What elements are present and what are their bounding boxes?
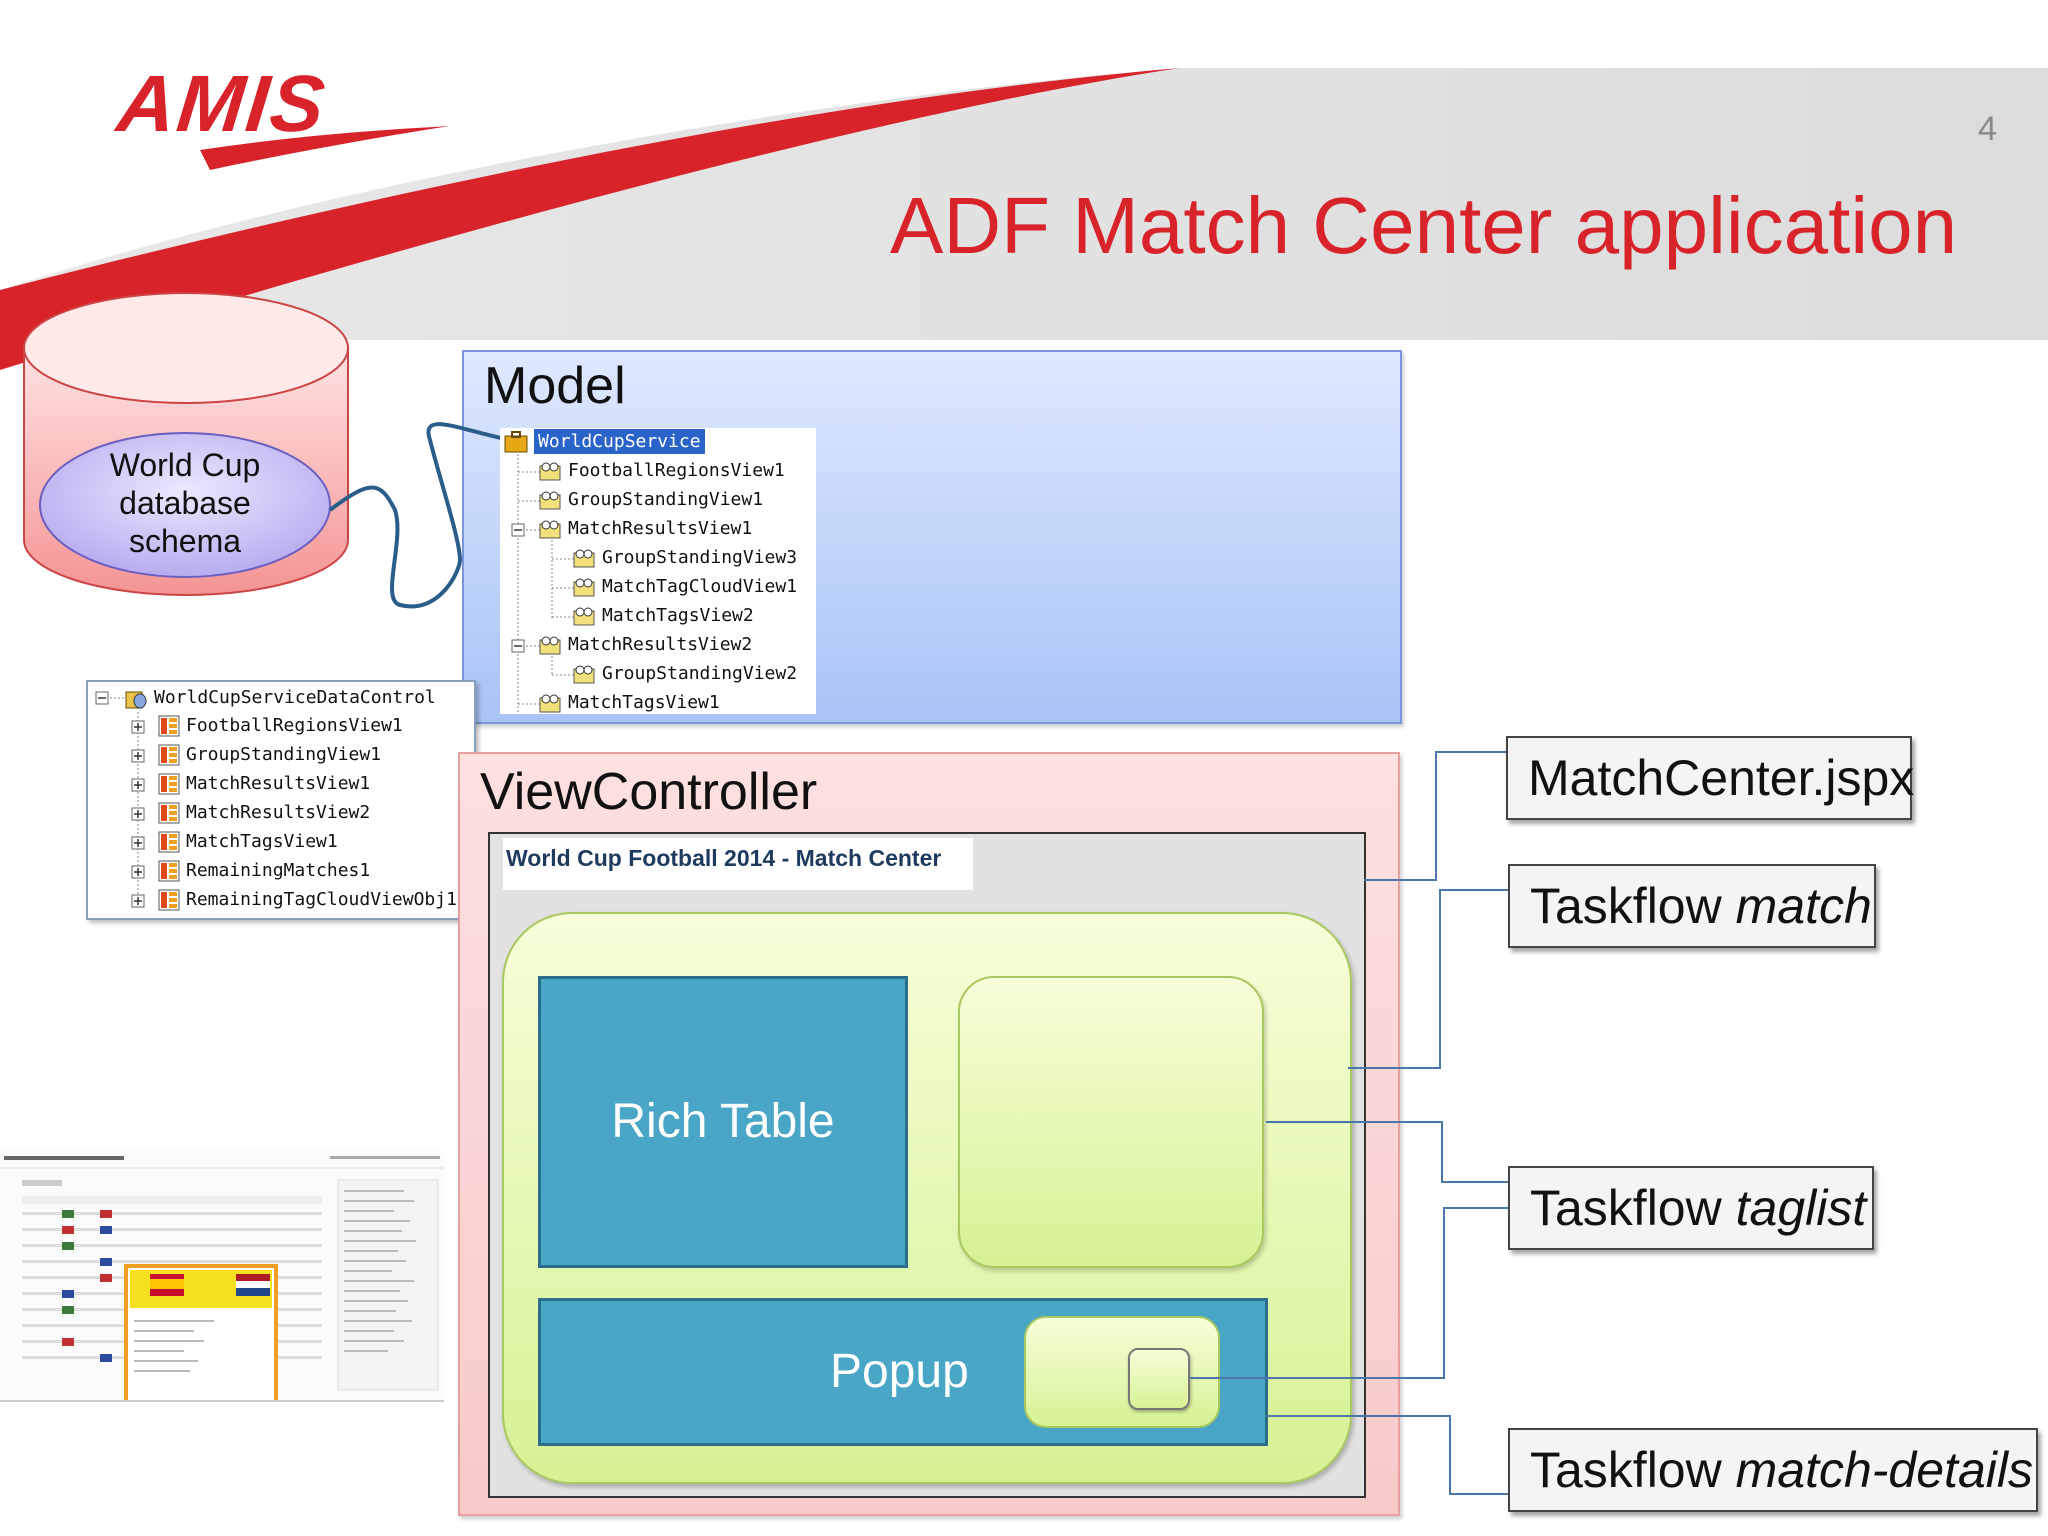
label-name: match: [1735, 878, 1872, 934]
rich-table-label: Rich Table: [611, 1095, 835, 1148]
model-tree-item[interactable]: GroupStandingView3: [572, 547, 797, 569]
label-taskflow-taglist: Taskflow taglist: [1508, 1166, 1874, 1250]
model-tree-item[interactable]: WorldCupService: [504, 429, 705, 454]
model-tree-item-label: MatchTagsView1: [568, 692, 720, 713]
briefcase-icon: [504, 431, 528, 453]
collection-icon: [158, 860, 180, 882]
view-object-icon: [539, 520, 561, 539]
data-control-item[interactable]: RemainingTagCloudViewObj1: [158, 889, 457, 911]
model-tree-item-label: MatchResultsView2: [568, 634, 753, 655]
taskflow-taglist-region: [958, 976, 1264, 1268]
label-prefix: Taskflow: [1530, 1442, 1736, 1498]
collection-icon: [158, 889, 180, 911]
view-object-icon: [573, 607, 595, 626]
data-control-item[interactable]: RemainingMatches1: [158, 860, 370, 882]
match-details-inner: [1128, 1348, 1190, 1410]
model-tree: WorldCupService FootballRegionsView1 Gro…: [500, 428, 816, 714]
model-tree-item-label: FootballRegionsView1: [568, 460, 785, 481]
model-tree-item-label: GroupStandingView3: [602, 547, 798, 568]
model-tree-item[interactable]: MatchTagsView1: [538, 692, 720, 714]
model-tree-item[interactable]: GroupStandingView1: [538, 489, 763, 511]
model-tree-item-label: MatchTagsView2: [602, 605, 754, 626]
database-label: World Cup database schema: [40, 446, 330, 560]
data-control-item[interactable]: MatchTagsView1: [158, 831, 338, 853]
model-tree-item[interactable]: MatchResultsView2: [538, 634, 752, 656]
data-control-tree: WorldCupServiceDataControl FootballRegio…: [86, 680, 476, 920]
rich-table: [538, 976, 908, 1268]
model-tree-item-label: GroupStandingView1: [568, 489, 764, 510]
data-control-item[interactable]: MatchResultsView2: [158, 802, 370, 824]
label-text: MatchCenter.jspx: [1528, 750, 1915, 806]
page-header: [503, 838, 973, 890]
data-control-item-label: MatchResultsView2: [186, 802, 371, 823]
data-control-item-label: MatchResultsView1: [186, 773, 371, 794]
data-control-root[interactable]: WorldCupServiceDataControl: [124, 686, 436, 710]
data-control-item[interactable]: FootballRegionsView1: [158, 715, 403, 737]
collection-icon: [158, 715, 180, 737]
model-tree-item[interactable]: MatchTagCloudView1: [572, 576, 797, 598]
data-control-item-label: MatchTagsView1: [186, 831, 338, 852]
view-object-icon: [539, 636, 561, 655]
model-tree-item-label: MatchResultsView1: [568, 518, 753, 539]
model-tree-item-label: MatchTagCloudView1: [602, 576, 798, 597]
model-tree-item-label: GroupStandingView2: [602, 663, 798, 684]
view-object-icon: [539, 694, 561, 713]
page-header-text: World Cup Football 2014 - Match Center: [506, 845, 942, 871]
label-name: taglist: [1735, 1180, 1867, 1236]
label-match-center-jspx: MatchCenter.jspx: [1506, 736, 1915, 820]
database-label-line: schema: [128, 523, 242, 559]
model-title: Model: [484, 357, 626, 415]
label-prefix: Taskflow: [1530, 1180, 1736, 1236]
data-control-item-label: RemainingTagCloudViewObj1: [186, 889, 457, 910]
label-taskflow-match: Taskflow match: [1508, 864, 1876, 948]
view-object-icon: [573, 549, 595, 568]
label-taskflow-match-details: Taskflow match-details: [1508, 1428, 2038, 1512]
collection-icon: [158, 802, 180, 824]
view-object-icon: [539, 491, 561, 510]
popup-label: Popup: [830, 1345, 969, 1398]
database-label-line: database: [119, 485, 251, 521]
page-title: ADF Match Center application: [890, 181, 1958, 270]
slide-number: 4: [1978, 110, 1997, 148]
data-control-root-label: WorldCupServiceDataControl: [154, 687, 436, 708]
data-control-item-label: GroupStandingView1: [186, 744, 382, 765]
view-object-icon: [573, 578, 595, 597]
app-screenshot-thumbnail: [0, 1150, 444, 1402]
label-prefix: Taskflow: [1530, 878, 1736, 934]
data-control-item-label: FootballRegionsView1: [186, 715, 403, 736]
collection-icon: [158, 773, 180, 795]
data-control-icon: [125, 691, 147, 709]
model-tree-item[interactable]: GroupStandingView2: [572, 663, 797, 685]
model-tree-item[interactable]: MatchResultsView1: [538, 518, 752, 540]
model-tree-lines: [511, 450, 574, 714]
collection-icon: [158, 831, 180, 853]
label-name: match-details: [1735, 1442, 2033, 1498]
model-tree-item[interactable]: MatchTagsView2: [572, 605, 754, 627]
data-control-item[interactable]: GroupStandingView1: [158, 744, 381, 766]
view-object-icon: [573, 665, 595, 684]
view-object-icon: [539, 462, 561, 481]
view-controller-title: ViewController: [480, 763, 818, 821]
model-tree-item-label: WorldCupService: [534, 429, 705, 454]
database-label-line: World Cup: [109, 447, 261, 483]
data-control-tree-lines: [95, 691, 145, 908]
model-tree-item[interactable]: FootballRegionsView1: [538, 460, 785, 482]
data-control-item-label: RemainingMatches1: [186, 860, 371, 881]
data-control-item[interactable]: MatchResultsView1: [158, 773, 370, 795]
database-cylinder: [23, 292, 349, 596]
app-screenshot-thumbnail-graphic: [0, 1150, 444, 1400]
collection-icon: [158, 744, 180, 766]
